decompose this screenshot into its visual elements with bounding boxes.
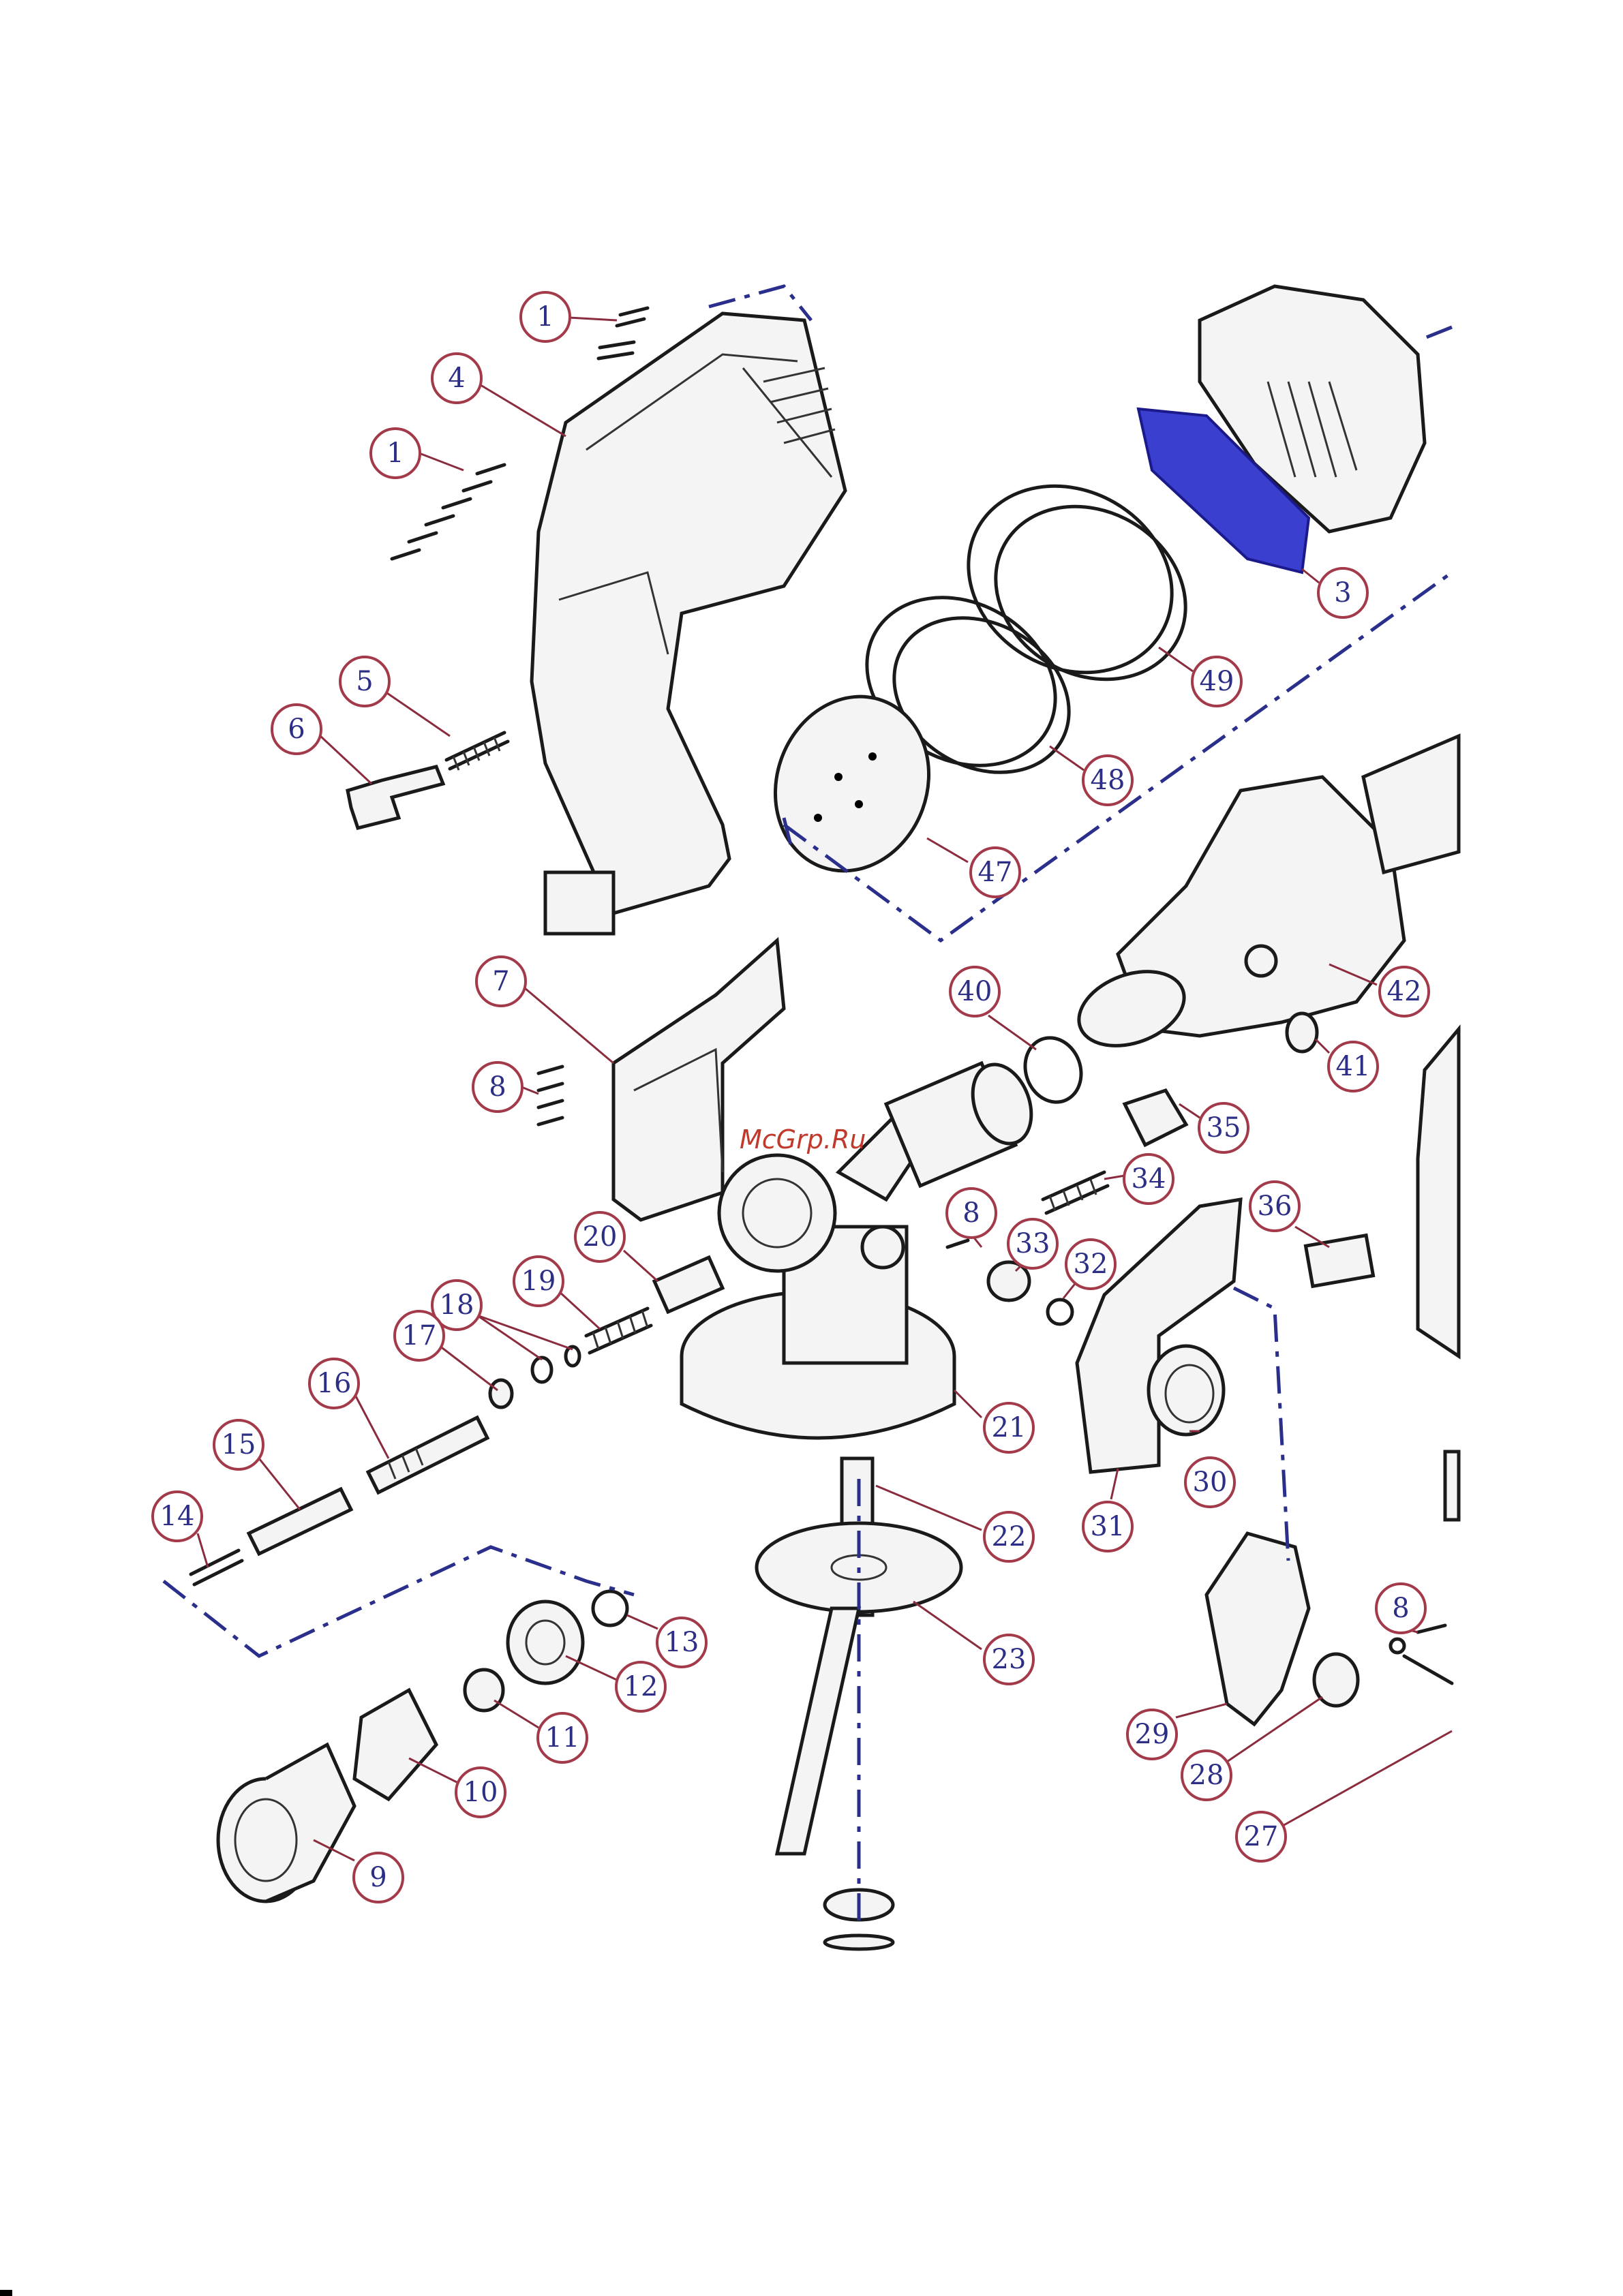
screws-8-left — [539, 1067, 562, 1124]
callout-label: 34 — [1132, 1163, 1166, 1195]
callout-label: 8 — [962, 1197, 980, 1229]
washer-18 — [532, 1347, 579, 1382]
callout-label: 9 — [369, 1862, 386, 1893]
callout-label: 21 — [992, 1412, 1027, 1443]
shaft-27 — [1404, 1656, 1452, 1683]
right-housing-31 — [1077, 1199, 1241, 1472]
callout-label: 5 — [356, 666, 373, 697]
callout-label: 33 — [1016, 1228, 1050, 1259]
callout-label: 6 — [288, 714, 305, 745]
sleeve-20 — [654, 1257, 723, 1312]
callout-label: 15 — [222, 1429, 256, 1460]
callout-label: 47 — [978, 857, 1013, 888]
o-ring-13 — [593, 1591, 627, 1625]
bracket-29 — [1207, 1533, 1309, 1724]
screws-left — [392, 465, 504, 559]
callout-label: 28 — [1189, 1760, 1224, 1791]
callout-label: 41 — [1336, 1051, 1371, 1082]
callout-label: 29 — [1135, 1719, 1170, 1750]
callout-label: 13 — [665, 1627, 699, 1658]
callout-label: 48 — [1091, 765, 1125, 796]
seal-17 — [490, 1380, 512, 1407]
screw-8-middle — [947, 1240, 968, 1247]
fan-47 — [751, 675, 953, 893]
bushing-33 — [988, 1262, 1029, 1300]
callout-label: 3 — [1334, 577, 1351, 609]
callout-label: 18 — [440, 1289, 474, 1321]
callout-label: 7 — [492, 966, 509, 997]
part-35 — [1125, 1090, 1186, 1145]
callout-label: 42 — [1387, 976, 1422, 1007]
nozzle-11 — [465, 1670, 503, 1711]
callout-label: 36 — [1258, 1191, 1292, 1222]
callout-label: 17 — [402, 1320, 437, 1351]
screws-top — [598, 308, 648, 358]
nozzle-nut-9 — [218, 1745, 354, 1901]
spring-34 — [1043, 1172, 1108, 1213]
callout-label: 14 — [160, 1501, 195, 1532]
watermark-text: McGrp.Ru — [740, 1124, 866, 1154]
cap-41 — [1287, 1013, 1317, 1052]
callout-label: 11 — [545, 1722, 580, 1754]
callout-label: 16 — [317, 1368, 352, 1399]
switch-36 — [1305, 1236, 1373, 1287]
motor-housing-42 — [1069, 777, 1404, 1059]
spring-19 — [586, 1308, 651, 1353]
spring-5 — [446, 733, 508, 770]
rod-15 — [249, 1489, 351, 1554]
callout-label: 8 — [489, 1071, 506, 1103]
callout-label: 23 — [992, 1644, 1027, 1675]
nozzle-holder-12 — [508, 1602, 583, 1683]
callout-label: 32 — [1074, 1249, 1108, 1280]
callout-label: 19 — [521, 1266, 556, 1297]
callout-label: 22 — [992, 1521, 1027, 1552]
callout-label: 35 — [1207, 1112, 1241, 1144]
callout-label: 12 — [624, 1671, 658, 1702]
air-cap-10 — [354, 1690, 436, 1799]
callout-label: 10 — [464, 1777, 498, 1808]
callout-label: 31 — [1091, 1511, 1125, 1542]
o-ring-32 — [1048, 1300, 1072, 1324]
corner-mark — [0, 2290, 12, 2296]
callout-label: 4 — [448, 363, 465, 394]
knob-30 — [1149, 1346, 1224, 1435]
callout-label: 40 — [958, 976, 992, 1007]
callout-label: 27 — [1244, 1821, 1279, 1852]
callout-label: 49 — [1200, 666, 1234, 697]
callout-label: 8 — [1392, 1593, 1409, 1624]
callout-label: 1 — [536, 301, 553, 333]
needle-14 — [191, 1550, 242, 1585]
callout-label: 30 — [1193, 1467, 1228, 1498]
callout-label: 20 — [583, 1221, 618, 1253]
right-edge-housing — [1418, 1029, 1459, 1520]
callout-label: 1 — [386, 438, 404, 469]
